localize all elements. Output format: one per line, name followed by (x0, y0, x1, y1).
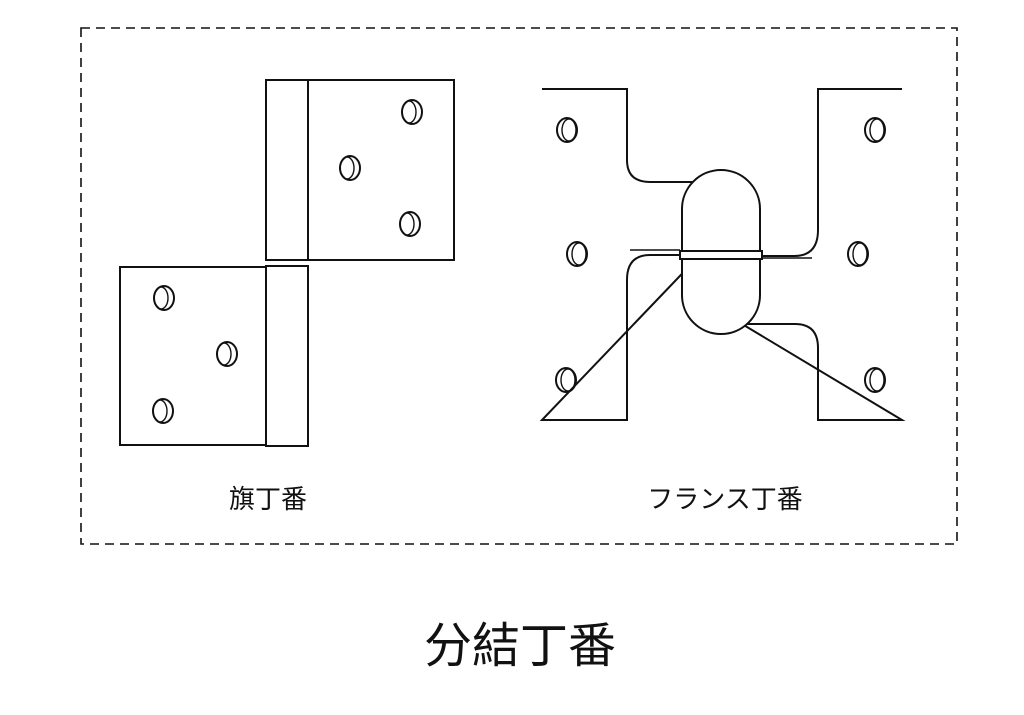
flange-hinge-right-leaf (738, 88, 906, 421)
screw-hole (399, 211, 421, 237)
flag-hinge-lower-plate (119, 266, 269, 446)
flag-hinge-lower-knuckle (265, 265, 309, 447)
screw-hole (339, 155, 361, 181)
screw-hole (555, 367, 577, 393)
flange-hinge-pin-band (679, 250, 763, 260)
screw-hole (216, 341, 238, 367)
screw-hole (864, 367, 886, 393)
flange-hinge-left-leaf (539, 88, 703, 421)
flag-hinge-upper-knuckle (265, 79, 309, 261)
flange-hinge-label: フランス丁番 (647, 485, 802, 515)
flag-hinge-upper-plate (307, 79, 455, 261)
dashed-frame (80, 27, 958, 545)
screw-hole (864, 117, 886, 143)
flange-hinge-figure (539, 88, 906, 421)
screw-hole (153, 285, 175, 311)
flag-hinge-label: 旗丁番 (229, 485, 307, 515)
screw-hole (152, 398, 174, 424)
screw-hole (566, 241, 588, 267)
screw-hole (401, 99, 423, 125)
diagram-title: 分結丁番 (424, 618, 616, 674)
screw-hole (556, 117, 578, 143)
screw-hole (847, 241, 869, 267)
flag-hinge-figure (119, 79, 455, 447)
